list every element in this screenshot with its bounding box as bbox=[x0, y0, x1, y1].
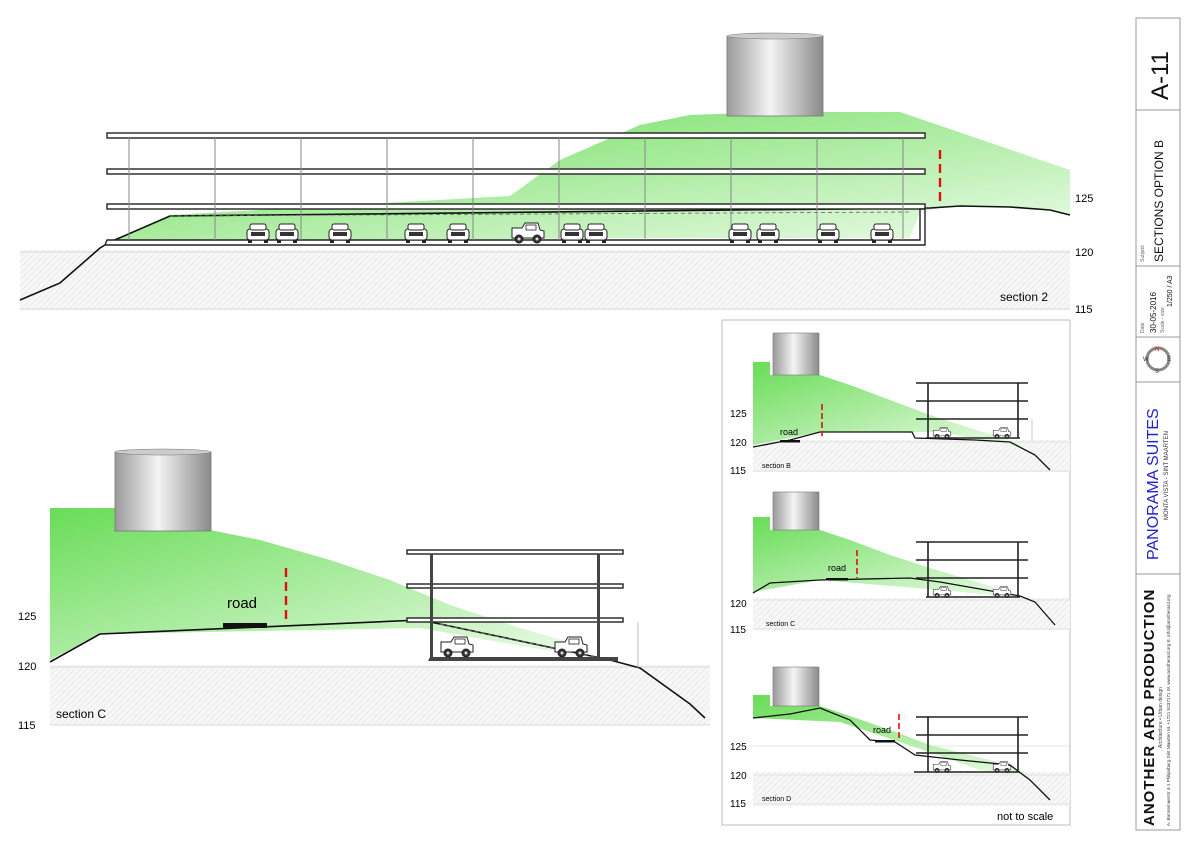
title-block-frame bbox=[1135, 17, 1181, 831]
section-2-tower-cylinder bbox=[726, 32, 824, 117]
section-c-structure bbox=[406, 549, 639, 668]
section-b-level-115: 115 bbox=[730, 466, 746, 477]
scale-caption: Scale - size bbox=[1160, 307, 1166, 333]
section-c-ramp-dash bbox=[439, 623, 611, 661]
project-location: MONTA VISTA - SINT MAARTEN bbox=[1164, 431, 1170, 520]
section-2-ramp-dash bbox=[169, 211, 911, 217]
section-b-level-120: 120 bbox=[730, 438, 747, 449]
section-c-level-125: 125 bbox=[18, 611, 36, 623]
section-2-level-125: 125 bbox=[1075, 193, 1093, 205]
section-c-small-level-115: 115 bbox=[730, 625, 746, 636]
project-name: PANORAMA SUITES bbox=[1145, 408, 1162, 560]
small-sections-panel bbox=[721, 319, 1071, 826]
section-c-small-level-120: 120 bbox=[730, 599, 747, 610]
subject-text: SECTIONS OPTION B bbox=[1152, 139, 1166, 262]
section-d-level-125: 125 bbox=[730, 742, 747, 753]
section-c-road-mark bbox=[223, 623, 267, 628]
subject-caption: Subject bbox=[1140, 245, 1146, 262]
section-c-small-label: section C bbox=[766, 621, 795, 628]
section-d-small-drawing: road 125 120 115 section D bbox=[730, 666, 1070, 810]
section-2-structure bbox=[103, 132, 926, 246]
section-2-hill-fill bbox=[110, 112, 1070, 242]
date-caption: Date bbox=[1140, 322, 1146, 333]
section-2-label: section 2 bbox=[1000, 290, 1048, 304]
compass-south: S bbox=[1155, 369, 1159, 375]
section-2-level-120: 120 bbox=[1075, 247, 1093, 259]
firm-name: ANOTHER ARD PRODUCTION bbox=[1141, 588, 1158, 826]
compass-east: E bbox=[1167, 357, 1171, 363]
section-d-level-120: 120 bbox=[730, 771, 747, 782]
section-2-terrain-line bbox=[19, 205, 1071, 301]
firm-address: A. Bonnemaerstr 4-1 Philipsburg Sint Maa… bbox=[1166, 594, 1171, 826]
section-b-label: section B bbox=[762, 463, 791, 470]
section-b-level-125: 125 bbox=[730, 409, 747, 420]
section-2-drawing: 125 120 115 section 2 bbox=[19, 32, 1093, 316]
sheet-number: A-11 bbox=[1147, 51, 1174, 100]
compass-north: N bbox=[1155, 347, 1159, 353]
section-d-label: section D bbox=[762, 796, 791, 803]
section-b-road-label: road bbox=[780, 427, 798, 437]
compass-rose: N E S W bbox=[1143, 346, 1171, 375]
section-2-ground-hatch bbox=[20, 250, 1070, 310]
section-d-level-115: 115 bbox=[730, 799, 746, 810]
date-text: 30-05-2016 bbox=[1149, 292, 1158, 333]
section-2-level-115: 115 bbox=[1075, 304, 1093, 316]
section-c-label: section C bbox=[56, 707, 106, 721]
not-to-scale-note: not to scale bbox=[997, 811, 1053, 823]
section-c-small-drawing: road 120 115 section C bbox=[730, 491, 1070, 636]
section-c-tower-cylinder bbox=[114, 448, 212, 532]
section-c-level-120: 120 bbox=[18, 661, 36, 673]
section-c-small-road-label: road bbox=[828, 563, 846, 573]
section-d-road-label: road bbox=[873, 725, 891, 735]
scale-text: 1/250 / A3 bbox=[1167, 275, 1174, 307]
compass-west: W bbox=[1143, 357, 1149, 363]
firm-tagline: Architecture • Urban design bbox=[1158, 687, 1164, 748]
section-b-small-drawing: road 125 120 115 section B bbox=[730, 332, 1070, 477]
section-c-road-label: road bbox=[227, 595, 257, 612]
section-c-level-115: 115 bbox=[18, 720, 36, 732]
section-c-ground-hatch bbox=[50, 665, 710, 725]
section-c-main-drawing: road 125 120 115 section C bbox=[18, 448, 710, 732]
